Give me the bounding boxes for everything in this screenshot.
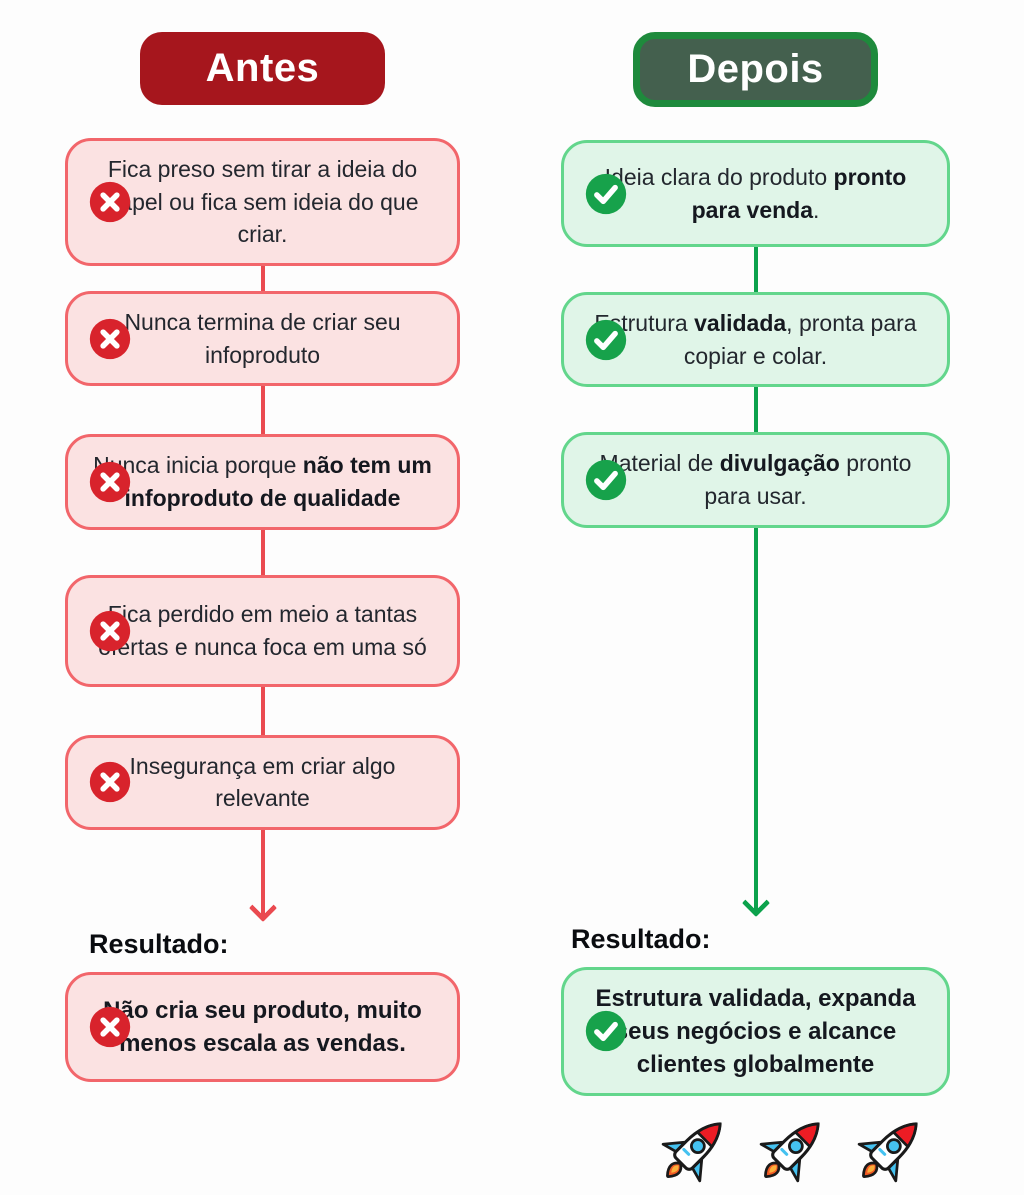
connector-line	[260, 265, 265, 291]
text-segment: , pronta para copiar e colar.	[683, 310, 917, 369]
depois-header-label: Depois	[687, 47, 824, 91]
depois-result-box: Estrutura validada, expanda seus negócio…	[561, 966, 950, 1096]
x-circle-icon	[88, 460, 132, 504]
antes-item-2-text: Nunca termina de criar seu infoproduto	[94, 306, 431, 371]
text-segment: Insegurança em criar algo relevante	[129, 752, 396, 812]
connector-line	[260, 529, 265, 575]
antes-item-1: Fica preso sem tirar a ideia do papel ou…	[65, 138, 460, 266]
check-circle-icon	[584, 1009, 628, 1053]
depois-item-1-text: Ideia clara do produto pronto para venda…	[590, 161, 921, 226]
connector-line	[260, 386, 265, 435]
depois-item-3: Material de divulgação pronto para usar.	[561, 432, 950, 528]
text-segment: Não cria seu produto, muito menos escala…	[103, 996, 422, 1057]
text-segment: Fica perdido em meio a tantas ofertas e …	[98, 600, 427, 660]
connector-line	[260, 686, 265, 735]
connector-line	[753, 247, 758, 292]
depois-header: Depois	[633, 32, 878, 107]
rocket-icon	[849, 1109, 931, 1191]
check-circle-icon	[584, 458, 628, 502]
x-circle-icon	[88, 180, 132, 224]
x-circle-icon	[88, 760, 132, 804]
antes-item-5: Insegurança em criar algo relevante	[65, 734, 460, 830]
depois-item-3-text: Material de divulgação pronto para usar.	[590, 447, 921, 512]
text-segment: validada	[694, 310, 787, 336]
text-segment: Estrutura validada, expanda seus negócio…	[595, 984, 916, 1078]
antes-item-5-text: Insegurança em criar algo relevante	[94, 750, 431, 815]
text-segment: Fica preso sem tirar a ideia do papel ou…	[106, 156, 419, 248]
antes-header: Antes	[140, 32, 385, 105]
text-segment: Ideia clara do produto	[604, 163, 834, 190]
text-segment: .	[813, 196, 820, 223]
antes-result-text: Não cria seu produto, muito menos escala…	[94, 994, 431, 1060]
connector-line	[753, 387, 758, 433]
antes-item-4-text: Fica perdido em meio a tantas ofertas e …	[94, 598, 431, 663]
check-circle-icon	[584, 318, 628, 362]
check-circle-icon	[584, 172, 628, 216]
text-segment: divulgação	[719, 450, 840, 477]
antes-result-label: Resultado:	[89, 928, 229, 959]
rocket-icon	[653, 1109, 735, 1191]
rockets-row	[653, 1109, 931, 1191]
antes-item-2: Nunca termina de criar seu infoproduto	[65, 290, 460, 387]
antes-header-label: Antes	[205, 46, 320, 90]
depois-result-text: Estrutura validada, expanda seus negócio…	[590, 982, 921, 1081]
x-circle-icon	[88, 317, 132, 361]
text-segment: não tem um infoproduto de qualidade	[124, 452, 432, 511]
antes-result-box: Não cria seu produto, muito menos escala…	[65, 971, 460, 1082]
antes-item-3: Nunca inicia porque não tem um infoprodu…	[65, 434, 460, 530]
antes-item-1-text: Fica preso sem tirar a ideia do papel ou…	[94, 153, 431, 251]
text-segment: Nunca termina de criar seu infoproduto	[124, 308, 401, 368]
x-circle-icon	[88, 609, 132, 653]
antes-item-3-text: Nunca inicia porque não tem um infoprodu…	[76, 449, 449, 514]
depois-column: Depois Ideia clara do produto pronto par…	[561, 32, 950, 1191]
depois-item-2: Estrutura validada, pronta para copiar e…	[561, 292, 950, 388]
down-arrow-icon	[741, 527, 770, 917]
antes-column: Antes Fica preso sem tirar a ideia do pa…	[65, 32, 460, 1082]
depois-item-2-text: Estrutura validada, pronta para copiar e…	[590, 307, 921, 372]
depois-result-label: Resultado:	[571, 923, 711, 954]
depois-item-1: Ideia clara do produto pronto para venda…	[561, 140, 950, 247]
text-segment: pronto para venda	[691, 163, 907, 223]
rocket-icon	[751, 1109, 833, 1191]
text-segment: pronto para usar.	[704, 450, 912, 509]
down-arrow-icon	[248, 829, 277, 923]
x-circle-icon	[88, 1005, 132, 1049]
antes-item-4: Fica perdido em meio a tantas ofertas e …	[65, 574, 460, 687]
